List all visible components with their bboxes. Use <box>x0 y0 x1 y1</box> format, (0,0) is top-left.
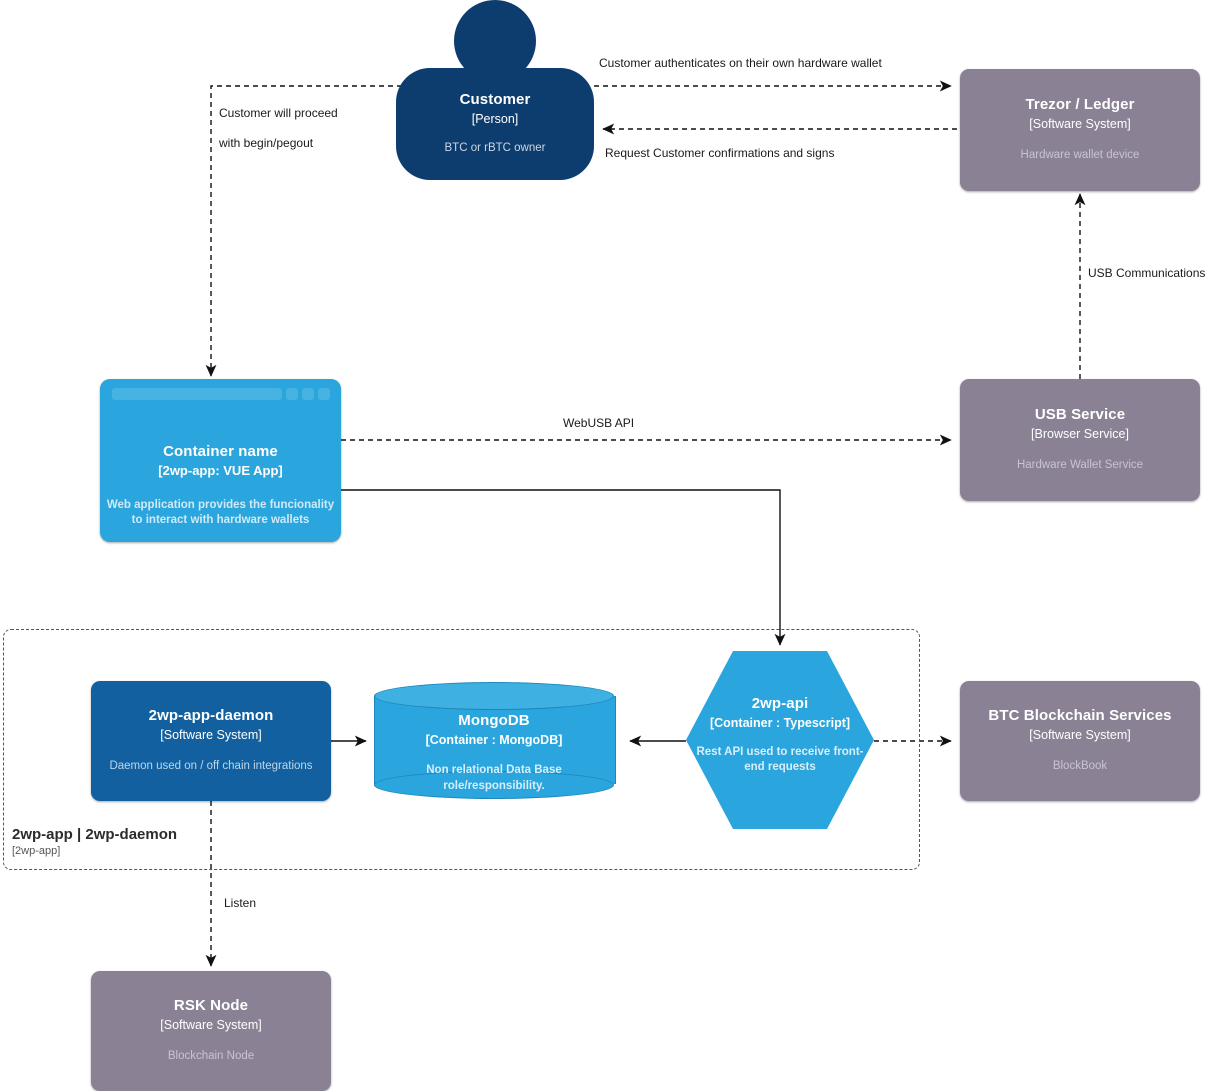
node-mongodb-text: MongoDB [Container : MongoDB] Non relati… <box>374 712 614 794</box>
node-mongodb[interactable]: MongoDB [Container : MongoDB] Non relati… <box>374 682 616 799</box>
edge-label-usb-communications: USB Communications <box>1088 266 1206 280</box>
node-customer[interactable]: Customer [Person] BTC or rBTC owner <box>396 0 594 180</box>
node-2wp-app-daemon-desc: Daemon used on / off chain integrations <box>109 760 313 773</box>
node-2wp-app-daemon-title: 2wp-app-daemon <box>148 707 274 725</box>
cylinder-top-ellipse <box>374 682 614 710</box>
node-2wp-api[interactable]: 2wp-api [Container : Typescript] Rest AP… <box>686 651 874 829</box>
edge-app-to-api <box>341 489 786 646</box>
boundary-label: 2wp-app | 2wp-daemon [2wp-app] <box>12 826 177 857</box>
boundary-2wp-app <box>3 629 920 870</box>
edge-label-customer-to-trezor: Customer authenticates on their own hard… <box>599 56 882 70</box>
node-customer-desc: BTC or rBTC owner <box>444 142 546 155</box>
node-rsk-node-title: RSK Node <box>173 997 249 1015</box>
browser-viewport: Container name [2wp-app: VUE App] Web ap… <box>106 407 335 536</box>
browser-chrome-bar <box>106 385 335 403</box>
node-container-name-title: Container name <box>163 443 278 460</box>
boundary-title: 2wp-app | 2wp-daemon <box>12 826 178 843</box>
node-btc-blockchain-services-title: BTC Blockchain Services <box>988 707 1172 725</box>
cylinder-bottom-ellipse <box>374 771 614 799</box>
node-2wp-app-daemon[interactable]: 2wp-app-daemon [Software System] Daemon … <box>91 681 331 801</box>
node-rsk-node-type: [Software System] <box>160 1017 262 1032</box>
node-trezor-ledger-title: Trezor / Ledger <box>1025 96 1135 114</box>
node-btc-blockchain-services[interactable]: BTC Blockchain Services [Software System… <box>960 681 1200 801</box>
node-btc-blockchain-services-desc: BlockBook <box>1052 760 1108 773</box>
edge-label-trezor-to-customer: Request Customer confirmations and signs <box>605 146 835 160</box>
node-usb-service-title: USB Service <box>1034 406 1126 424</box>
edge-label-customer-to-app-1: Customer will proceed <box>219 106 338 120</box>
browser-window-dot-3 <box>318 388 330 400</box>
node-btc-blockchain-services-type: [Software System] <box>1029 727 1131 742</box>
node-usb-service-desc: Hardware Wallet Service <box>1016 459 1144 472</box>
node-container-name-desc: Web application provides the funcionalit… <box>106 498 335 527</box>
node-2wp-app-daemon-type: [Software System] <box>160 727 262 742</box>
boundary-type: [2wp-app] <box>12 845 61 857</box>
node-container-name[interactable]: Container name [2wp-app: VUE App] Web ap… <box>100 379 341 542</box>
node-mongodb-title: MongoDB <box>458 712 530 729</box>
node-container-name-type: [2wp-app: VUE App] <box>158 462 283 478</box>
node-customer-type: [Person] <box>471 111 519 126</box>
cylinder-body <box>374 696 616 784</box>
node-rsk-node[interactable]: RSK Node [Software System] Blockchain No… <box>91 971 331 1091</box>
node-usb-service-type: [Browser Service] <box>1031 426 1129 441</box>
browser-window-dot-2 <box>302 388 314 400</box>
edge-label-customer-to-app-2: with begin/pegout <box>219 136 314 150</box>
node-trezor-ledger-type: [Software System] <box>1029 116 1131 131</box>
node-customer-title: Customer <box>459 91 531 109</box>
browser-window-dot-1 <box>286 388 298 400</box>
node-2wp-api-desc: Rest API used to receive front-end reque… <box>696 746 864 773</box>
person-body: Customer [Person] BTC or rBTC owner <box>396 68 594 180</box>
node-2wp-api-text: 2wp-api [Container : Typescript] Rest AP… <box>680 695 880 775</box>
node-mongodb-desc: Non relational Data Base role/responsibi… <box>426 764 562 792</box>
node-trezor-ledger-desc: Hardware wallet device <box>1020 149 1140 162</box>
edge-label-webusb-api: WebUSB API <box>563 416 635 430</box>
node-2wp-api-type: [Container : Typescript] <box>709 715 851 730</box>
node-mongodb-type: [Container : MongoDB] <box>425 732 563 747</box>
node-2wp-api-title: 2wp-api <box>751 695 809 712</box>
edge-label-listen: Listen <box>224 896 257 910</box>
browser-url-bar <box>112 388 282 400</box>
node-usb-service[interactable]: USB Service [Browser Service] Hardware W… <box>960 379 1200 501</box>
node-trezor-ledger[interactable]: Trezor / Ledger [Software System] Hardwa… <box>960 69 1200 191</box>
node-rsk-node-desc: Blockchain Node <box>167 1050 255 1063</box>
